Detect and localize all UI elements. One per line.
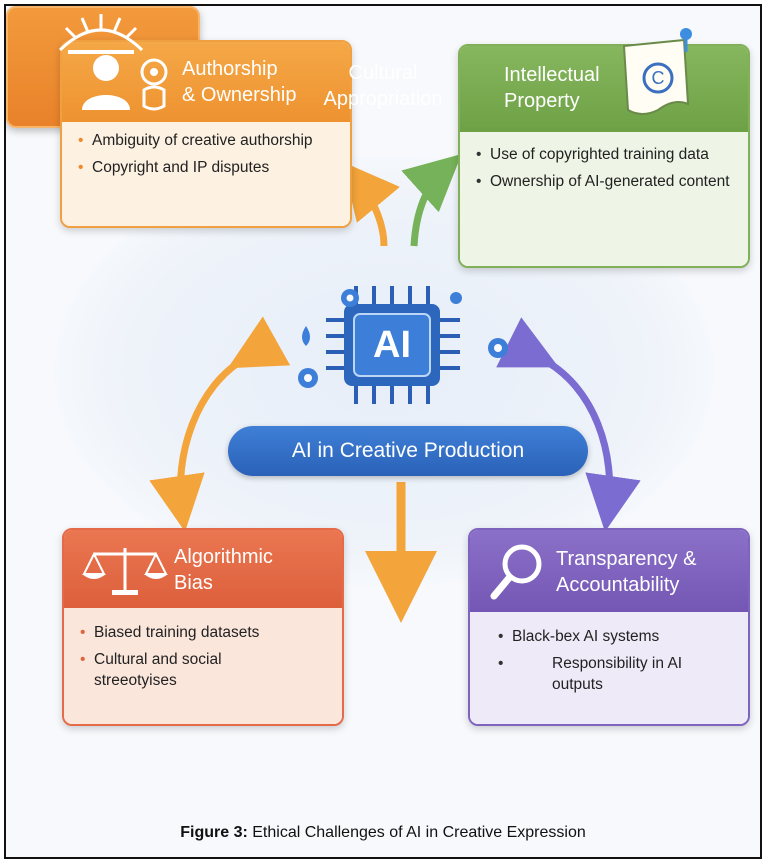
arrow-to-authorship — [342, 161, 400, 247]
card-ip-title-2: Property — [504, 90, 580, 112]
card-authorship-title-2: & Ownership — [182, 84, 297, 106]
card-authorship-title-1: Authorship — [182, 58, 278, 80]
card-bias-title-1: Algorithmic — [174, 546, 273, 568]
card-transparency-header: Transparency & Accountability — [470, 530, 748, 612]
scales-icon — [82, 548, 168, 595]
card-bias-header: Algorithmic Bias — [64, 530, 342, 608]
ai-center-pill: AI in Creative Production — [228, 426, 588, 476]
sunburst-icon — [58, 14, 144, 54]
card-algorithmic-bias: Algorithmic Bias Biased training dataset… — [62, 528, 344, 726]
card-transparency-title-1: Transparency & — [556, 548, 697, 570]
card-authorship: Authorship & Ownership Ambiguity of crea… — [60, 40, 352, 228]
card-authorship-header: Authorship & Ownership — [62, 42, 350, 122]
list-item: Responsibility in AI outputs — [498, 653, 736, 695]
magnifier-icon — [490, 544, 542, 600]
svg-text:C: C — [652, 68, 665, 88]
card-cultural-title-2: Appropriation — [323, 88, 443, 110]
list-item: Biased training datasets — [80, 622, 330, 643]
list-item: Ambiguity of creative authorship — [78, 130, 338, 151]
card-ip-title-1: Intellectual — [504, 64, 600, 86]
card-transparency-title-2: Accountability — [556, 574, 680, 596]
copyright-document-icon: C — [622, 28, 692, 115]
card-cultural-title-1: Cultural — [348, 62, 418, 84]
arrow-to-ip — [401, 153, 462, 247]
arrow-to-transparency — [496, 317, 641, 532]
list-item: Cultural and social streeotyises — [80, 649, 330, 691]
card-ip-header: Intellectual Property — [460, 46, 748, 132]
person-robot-icon — [82, 55, 168, 111]
caption-text: Ethical Challenges of AI in Creative Exp… — [247, 824, 586, 841]
gear-icons — [298, 289, 508, 388]
list-item: Copyright and IP disputes — [78, 157, 338, 178]
card-bias-title-2: Bias — [174, 572, 213, 594]
list-item: Use of copyrighted training data — [476, 144, 736, 165]
figure-caption: Figure 3: Ethical Challenges of AI in Cr… — [6, 824, 760, 842]
ai-chip-label: AI — [373, 324, 411, 366]
card-intellectual-property: Intellectual Property Use of copyrighted… — [458, 44, 750, 268]
figure-frame: AI AI in Creative Production Authorship … — [4, 4, 762, 859]
connector-arrows — [149, 153, 641, 623]
ai-chip-icon: AI — [318, 276, 468, 416]
list-item: Ownership of AI-generated content — [476, 171, 736, 192]
card-cultural-appropriation: Cultural Appropriation — [6, 6, 442, 128]
list-item: Black-bex AI systems — [498, 626, 736, 647]
caption-label: Figure 3: — [180, 824, 248, 841]
card-transparency: Transparency & Accountability Black-bex … — [468, 528, 750, 726]
arrow-to-bias — [149, 316, 291, 532]
